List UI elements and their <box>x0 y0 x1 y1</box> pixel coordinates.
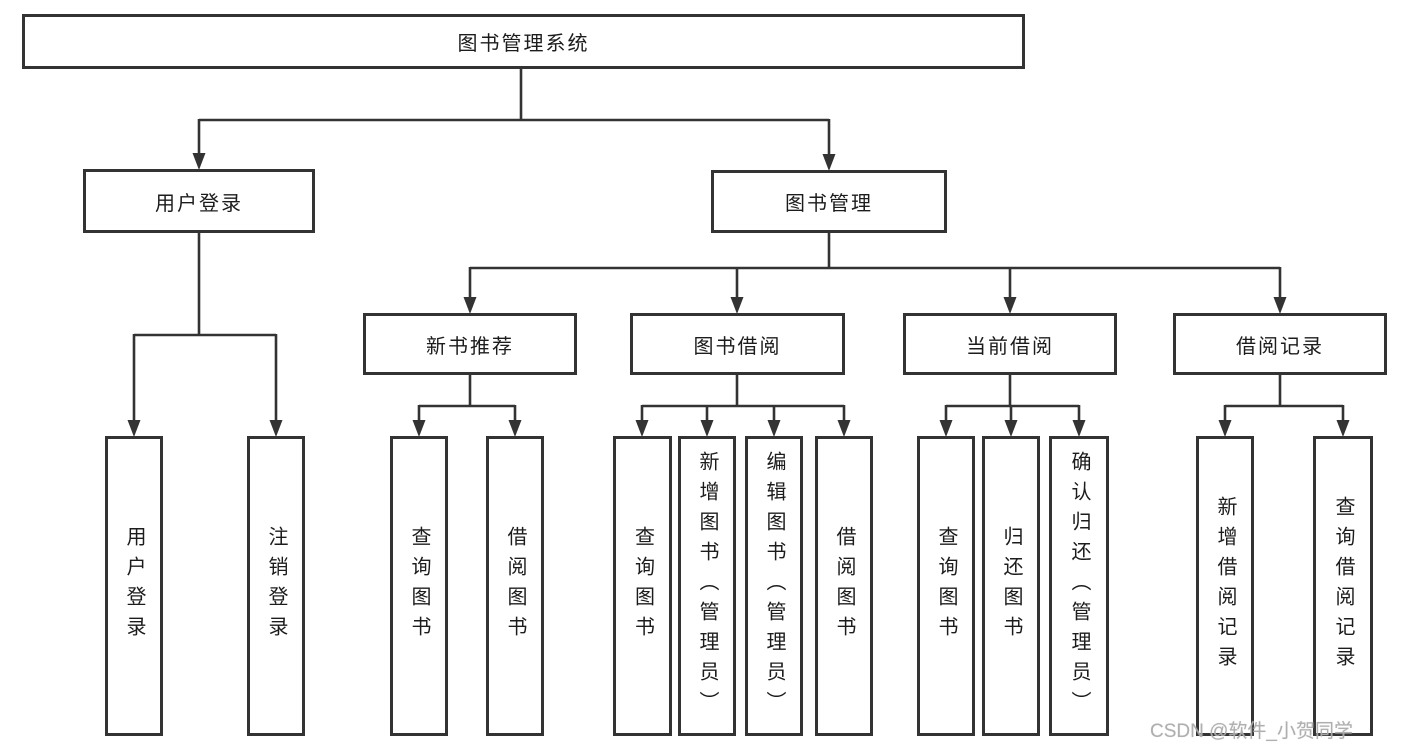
leaf-cb-query: 查询图书 <box>917 436 975 736</box>
leaf-bb-edit: 编辑图书（管理员） <box>745 436 803 736</box>
leaf-bb-borrow: 借阅图书 <box>815 436 873 736</box>
leaf-rec-borrow: 借阅图书 <box>486 436 544 736</box>
leaf-rec-borrow-label: 借阅图书 <box>504 526 526 646</box>
node-root: 图书管理系统 <box>22 14 1025 69</box>
csdn-watermark: CSDN @软件_小贺同学 <box>1150 721 1353 742</box>
node-book-borrow: 图书借阅 <box>630 313 845 375</box>
node-user-login-label: 用户登录 <box>155 192 243 215</box>
leaf-bb-query-label: 查询图书 <box>631 526 654 646</box>
node-current-borrow: 当前借阅 <box>903 313 1117 375</box>
leaf-br-add: 新增借阅记录 <box>1196 436 1254 736</box>
leaf-br-add-label: 新增借阅记录 <box>1214 496 1236 676</box>
leaf-rec-query: 查询图书 <box>390 436 448 736</box>
leaf-cb-return: 归还图书 <box>982 436 1040 736</box>
leaf-user-login-label: 用户登录 <box>123 526 145 646</box>
node-root-label: 图书管理系统 <box>457 33 590 55</box>
node-book-mgmt-label: 图书管理 <box>785 193 873 215</box>
leaf-rec-query-label: 查询图书 <box>408 526 430 646</box>
node-borrow-records: 借阅记录 <box>1173 313 1387 375</box>
leaf-cb-confirm-label: 确认归还（管理员） <box>1068 451 1090 721</box>
leaf-cb-return-label: 归还图书 <box>1000 526 1022 646</box>
leaf-bb-add: 新增图书（管理员） <box>678 436 736 736</box>
leaf-br-query-label: 查询借阅记录 <box>1332 496 1354 676</box>
node-book-mgmt: 图书管理 <box>711 170 947 233</box>
leaf-bb-add-label: 新增图书（管理员） <box>696 451 718 721</box>
node-current-borrow-label: 当前借阅 <box>966 335 1054 358</box>
node-new-book-rec-label: 新书推荐 <box>426 335 514 358</box>
leaf-bb-edit-label: 编辑图书（管理员） <box>763 451 785 721</box>
leaf-user-login: 用户登录 <box>105 436 163 736</box>
leaf-logout-label: 注销登录 <box>265 526 287 646</box>
leaf-cb-confirm: 确认归还（管理员） <box>1049 436 1109 736</box>
node-borrow-records-label: 借阅记录 <box>1236 335 1324 358</box>
node-book-borrow-label: 图书借阅 <box>693 335 782 358</box>
leaf-logout: 注销登录 <box>247 436 305 736</box>
leaf-cb-query-label: 查询图书 <box>935 526 957 646</box>
leaf-bb-borrow-label: 借阅图书 <box>833 526 855 646</box>
node-user-login: 用户登录 <box>83 169 315 233</box>
leaf-br-query: 查询借阅记录 <box>1313 436 1373 736</box>
node-new-book-rec: 新书推荐 <box>363 313 577 375</box>
leaf-bb-query: 查询图书 <box>613 436 672 736</box>
